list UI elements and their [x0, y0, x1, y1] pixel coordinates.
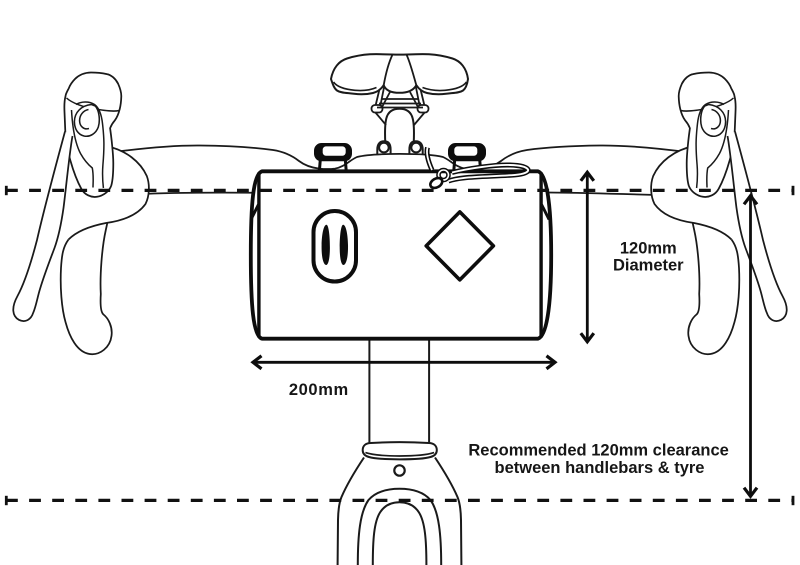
svg-text:Diameter: Diameter — [613, 256, 684, 274]
svg-text:between handlebars & tyre: between handlebars & tyre — [495, 459, 705, 477]
svg-text:120mm: 120mm — [620, 240, 677, 258]
svg-text:Recommended 120mm clearance: Recommended 120mm clearance — [468, 441, 728, 459]
svg-text:200mm: 200mm — [289, 381, 349, 399]
